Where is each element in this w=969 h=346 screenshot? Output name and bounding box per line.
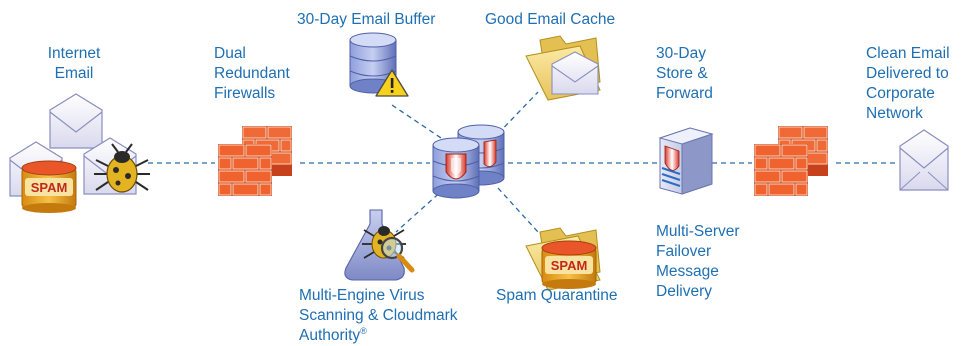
email-buffer-database-icon [349,32,409,97]
label-spam-quarantine: Spam Quarantine [496,287,618,304]
spam-can-label: SPAM [31,180,68,195]
virus-scanning-icon [344,209,415,281]
envelope-icon [899,129,949,191]
firewall-icon-left [218,126,292,196]
label-store-forward: 30-Day Store & Forward [656,45,713,102]
firewall-icon-right [754,126,828,196]
label-clean-email-delivered: Clean Email Delivered to Corporate Netwo… [866,45,950,122]
good-email-cache-folder-icon [525,35,601,101]
label-good-email-cache: Good Email Cache [485,11,616,28]
label-dual-redundant-firewalls: Dual Redundant Firewalls [214,45,290,102]
envelope-icon [551,51,599,95]
label-virus-scanning: Multi-Engine Virus Scanning & Cloudmark … [299,286,458,346]
magnifier-icon [380,236,415,273]
label-failover-delivery: Multi-Server Failover Message Delivery [656,223,740,300]
database-icon [432,137,480,199]
bug-icon [94,143,150,193]
central-hub-database-icon [432,124,505,199]
firewall-icon [218,144,272,196]
spam-can-icon: SPAM [541,240,597,289]
spam-quarantine-folder-icon: SPAM [525,227,601,291]
envelope-icon [49,93,103,149]
label-email-buffer: 30-Day Email Buffer [297,11,436,28]
label-virus-scanning-text: Multi-Engine Virus Scanning & Cloudmark … [299,287,458,344]
registered-mark: ® [360,325,367,336]
spam-quarantine-can-label: SPAM [551,258,588,273]
spam-can-icon: SPAM [21,160,77,213]
connector-hub-buffer [391,104,445,141]
internet-email-cluster: SPAM [9,93,150,213]
label-internet-email: Internet Email [47,45,101,82]
firewall-icon [754,144,808,196]
warning-icon [375,69,409,97]
server-icon [658,127,714,195]
connector-hub-quarantine [497,187,539,233]
